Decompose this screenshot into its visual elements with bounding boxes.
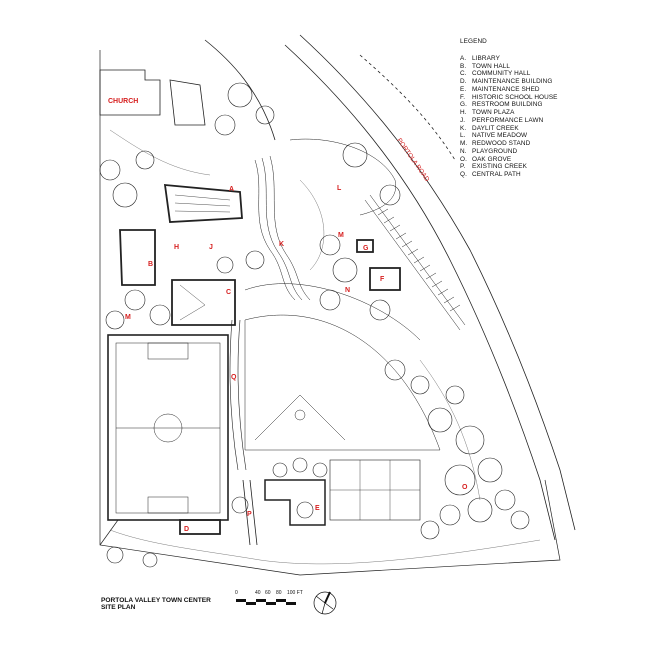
baseball-field: [244, 314, 441, 451]
legend-key: C.: [460, 70, 467, 78]
legend: LEGEND A. LIBRARY B. TOWN HALL C. COMMUNITY H…: [460, 38, 558, 179]
legend-key: H.: [460, 109, 467, 116]
label-j: J: [209, 244, 213, 251]
label-l: L: [337, 185, 342, 192]
legend-key: L.: [460, 132, 466, 140]
portola-road-edge: [284, 44, 556, 541]
legend-label: DAYLIT CREEK: [472, 124, 519, 132]
label-h: H: [174, 244, 179, 251]
daylit-creek: [254, 159, 296, 301]
legend-key: O.: [460, 155, 467, 163]
legend-key: K.: [460, 124, 467, 132]
scale-tick: 40: [255, 590, 261, 596]
label-p: P: [247, 511, 252, 518]
site-boundary: [99, 50, 561, 576]
school-house: [369, 267, 401, 291]
scale-bar: [236, 599, 296, 605]
legend-key: B.: [460, 62, 467, 70]
label-g: G: [363, 245, 369, 252]
legend-item: E. MAINTENANCE SHED: [460, 86, 558, 94]
legend-item: Q. CENTRAL PATH: [460, 171, 558, 179]
legend-key: Q.: [460, 171, 467, 178]
scale-tick: 60: [265, 590, 271, 596]
label-k: K: [279, 241, 284, 248]
legend-item: J. PERFORMANCE LAWN: [460, 117, 558, 125]
legend-label: REDWOOD STAND: [472, 140, 531, 147]
legend-item: A. LIBRARY: [460, 55, 558, 63]
legend-key: N.: [460, 147, 467, 155]
legend-item: G. RESTROOM BUILDING: [460, 101, 558, 109]
legend-key: G.: [460, 101, 467, 109]
scale-tick: 100 FT: [287, 590, 303, 596]
label-n: N: [345, 287, 350, 294]
soccer-field: [107, 334, 229, 521]
legend-key: J.: [460, 116, 466, 124]
legend-key: E.: [460, 85, 467, 93]
community-hall-building: [171, 279, 236, 326]
church-building: [99, 69, 161, 116]
legend-label: EXISTING CREEK: [472, 163, 528, 171]
legend-key: P.: [460, 163, 466, 171]
trees: [99, 82, 530, 568]
legend-item: K. DAYLIT CREEK: [460, 125, 558, 133]
legend-label: NATIVE MEADOW: [472, 132, 528, 140]
title-block: PORTOLA VALLEY TOWN CENTER SITE PLAN: [101, 597, 211, 611]
legend-label: PLAYGROUND: [472, 147, 518, 155]
label-c: C: [226, 289, 231, 296]
north-arrow-icon: [313, 591, 337, 615]
scale-tick: 0: [235, 590, 238, 596]
restroom-building: [356, 239, 374, 253]
label-m-2: M: [125, 314, 131, 321]
legend-label: HISTORIC SCHOOL HOUSE: [472, 93, 558, 101]
legend-key: M.: [460, 140, 468, 147]
town-hall-building: [119, 229, 156, 286]
label-e: E: [315, 505, 320, 512]
label-q: Q: [231, 374, 237, 381]
existing-creek: [242, 479, 258, 546]
church-label: CHURCH: [108, 98, 138, 105]
legend-title: LEGEND: [460, 38, 487, 45]
drawing-title: SITE PLAN: [101, 604, 136, 611]
legend-key: D.: [460, 78, 467, 85]
label-f: F: [380, 276, 385, 283]
legend-label: CENTRAL PATH: [472, 171, 521, 178]
portola-road-edge: [299, 34, 576, 531]
legend-label: LIBRARY: [472, 54, 500, 62]
legend-key: A.: [460, 54, 467, 62]
legend-item: N. PLAYGROUND: [460, 148, 558, 156]
legend-item: O. OAK GROVE: [460, 156, 558, 164]
legend-item: F. HISTORIC SCHOOL HOUSE: [460, 94, 558, 102]
legend-item: L. NATIVE MEADOW: [460, 132, 558, 140]
legend-label: PERFORMANCE LAWN: [472, 116, 544, 124]
legend-item: M. REDWOOD STAND: [460, 140, 558, 148]
legend-item: B. TOWN HALL: [460, 63, 558, 71]
legend-item: D. MAINTENANCE BUILDING: [460, 78, 558, 86]
legend-label: MAINTENANCE BUILDING: [472, 78, 553, 85]
legend-item: C. COMMUNITY HALL: [460, 70, 558, 78]
legend-item: P. EXISTING CREEK: [460, 163, 558, 171]
legend-item: H. TOWN PLAZA: [460, 109, 558, 117]
label-b: B: [148, 261, 153, 268]
scale-tick: 80: [276, 590, 282, 596]
legend-label: MAINTENANCE SHED: [472, 85, 540, 93]
project-title: PORTOLA VALLEY TOWN CENTER: [101, 597, 211, 604]
legend-label: TOWN HALL: [472, 62, 511, 70]
legend-label: OAK GROVE: [472, 155, 512, 163]
legend-label: RESTROOM BUILDING: [472, 101, 543, 109]
label-d: D: [184, 526, 189, 533]
legend-label: TOWN PLAZA: [472, 109, 515, 116]
maintenance-shed: [264, 479, 326, 526]
central-path: [229, 319, 239, 471]
library-building: [163, 183, 243, 223]
label-o: O: [462, 484, 468, 491]
legend-label: COMMUNITY HALL: [472, 70, 531, 78]
label-a: A: [229, 186, 234, 193]
legend-key: F.: [460, 93, 466, 101]
label-m: M: [338, 232, 344, 239]
maintenance-building: [179, 519, 221, 535]
